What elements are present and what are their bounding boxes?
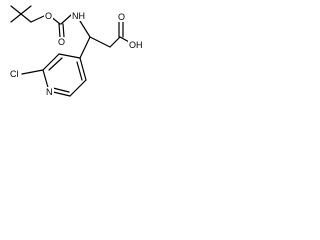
atom-label-hydroxyl: OH bbox=[128, 40, 144, 50]
atom-label-ester-oxygen: O bbox=[44, 11, 54, 21]
double-bond bbox=[58, 23, 61, 38]
structure-canvas: O O NH O OH N Cl bbox=[0, 0, 148, 126]
bond bbox=[10, 13, 22, 23]
double-bond bbox=[62, 23, 65, 38]
tert-butyl-group bbox=[10, 5, 45, 23]
propanoic-acid-chain bbox=[89, 21, 134, 48]
bond bbox=[79, 20, 91, 38]
aromatic-inner-bond bbox=[76, 61, 83, 81]
aromatic-inner-bond bbox=[52, 87, 70, 93]
bond bbox=[20, 5, 32, 15]
bond bbox=[58, 53, 81, 59]
atom-label-nh: NH bbox=[71, 11, 86, 21]
bond bbox=[69, 79, 87, 97]
bond bbox=[60, 14, 72, 25]
bond bbox=[42, 53, 60, 71]
atom-label-carbonyl-oxygen: O bbox=[57, 37, 67, 47]
bond bbox=[10, 5, 22, 15]
bond bbox=[89, 36, 111, 48]
atom-label-acid-carbonyl-oxygen: O bbox=[117, 12, 127, 22]
bond bbox=[79, 57, 87, 81]
bond bbox=[21, 69, 44, 75]
bond bbox=[79, 36, 91, 59]
atom-label-pyridine-nitrogen: N bbox=[45, 87, 54, 97]
pyridine-ring bbox=[42, 53, 87, 97]
aromatic-inner-bond bbox=[48, 57, 63, 71]
atom-label-chlorine: Cl bbox=[9, 69, 20, 79]
bond bbox=[30, 15, 45, 23]
bond bbox=[109, 36, 121, 48]
bond bbox=[20, 13, 32, 23]
